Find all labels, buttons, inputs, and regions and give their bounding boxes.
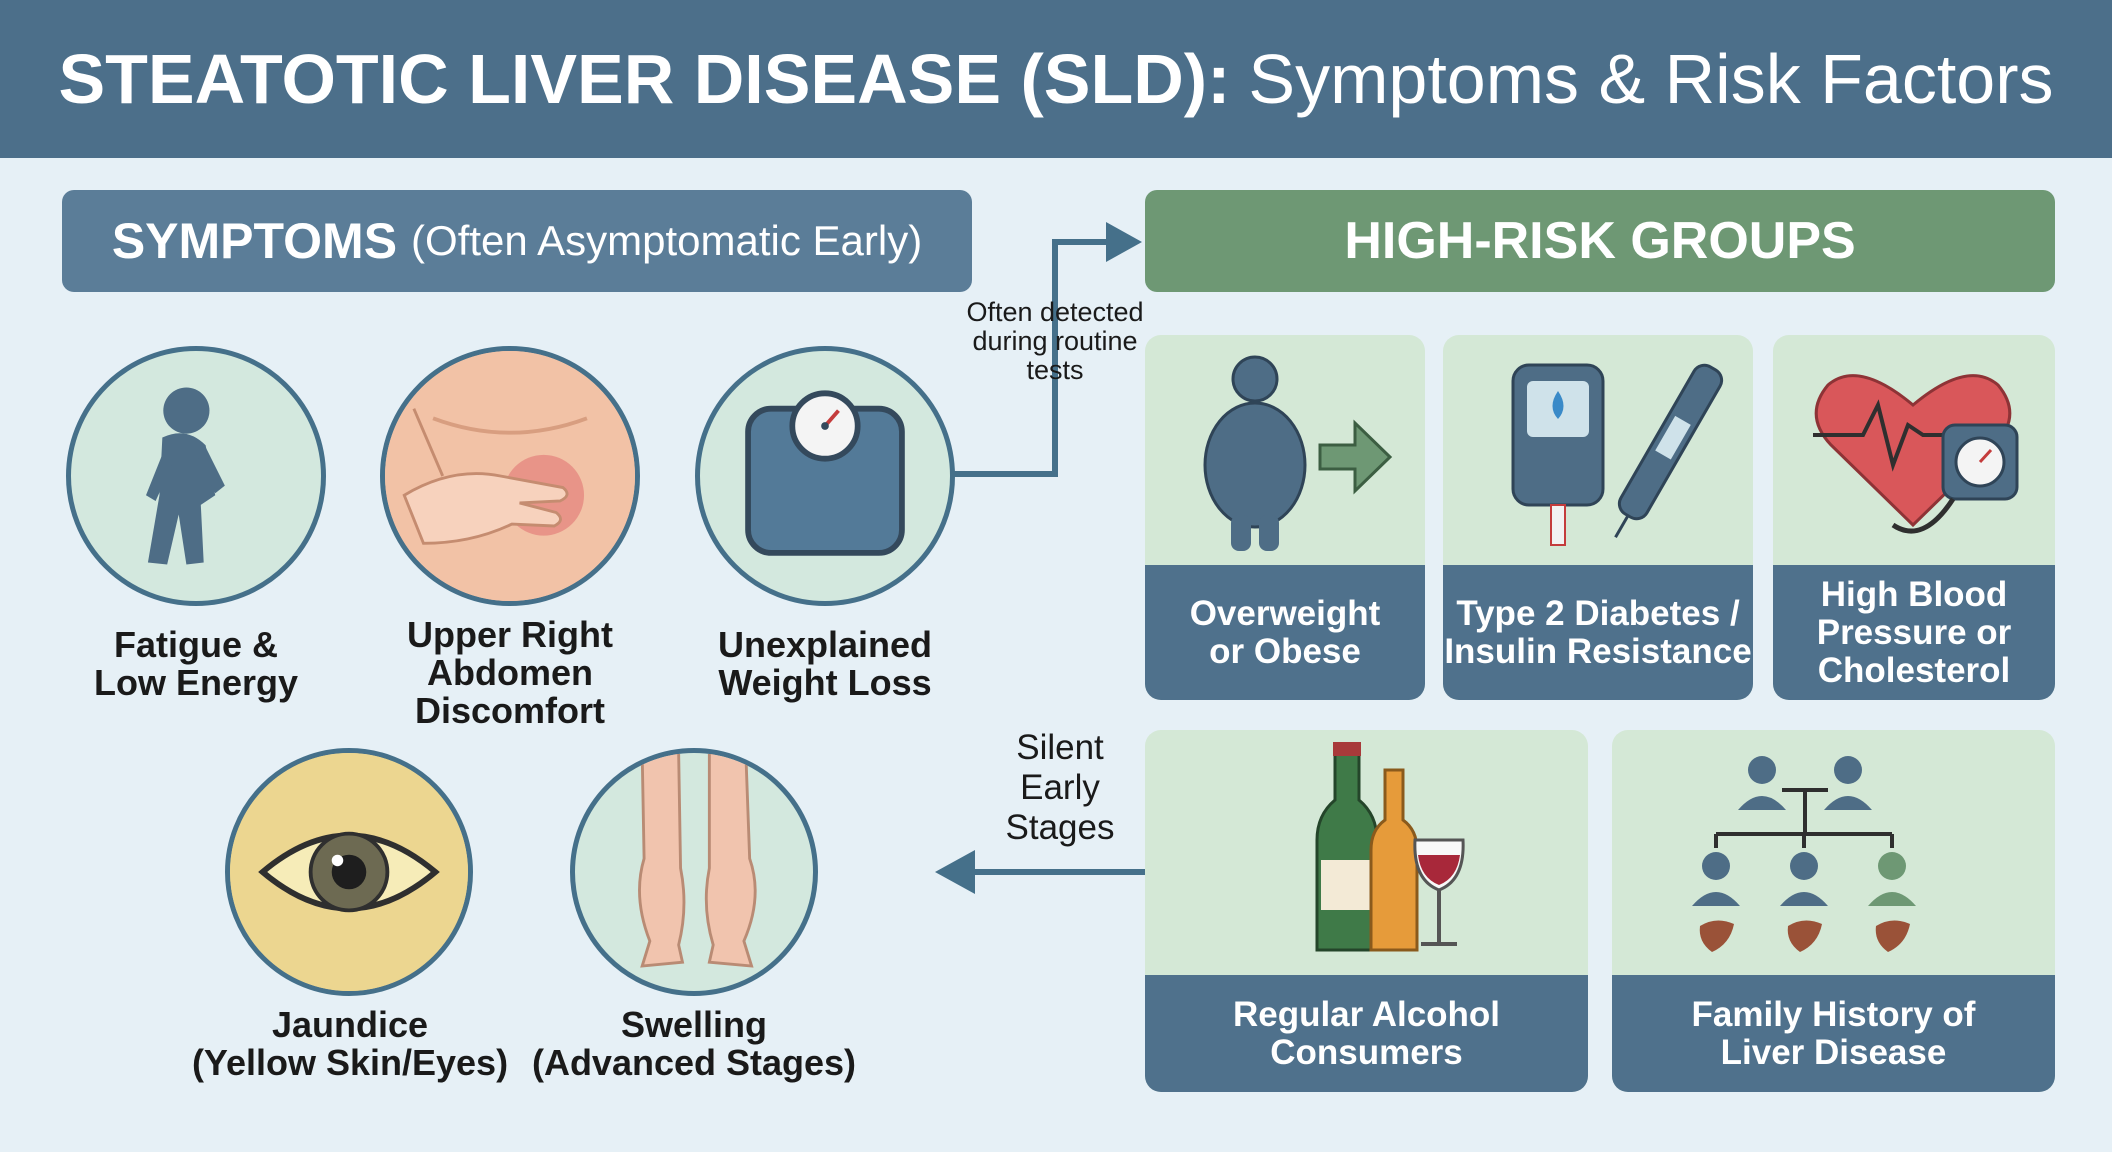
risk-banner: HIGH-RISK GROUPS xyxy=(1145,190,2055,292)
arrow-to-symptoms xyxy=(935,850,1145,894)
symptom-label-jaundice: Jaundice (Yellow Skin/Eyes) xyxy=(191,1004,509,1083)
symptom-label-fatigue: Fatigue & Low Energy xyxy=(93,624,299,703)
arrow-to-risk-groups xyxy=(948,222,1142,477)
risk-card-overweight: Overweight or Obese xyxy=(1145,335,1425,700)
swollen-legs-icon xyxy=(570,748,818,996)
routine-tests-note: Often detected during routine tests xyxy=(966,297,1144,385)
silent-stages-note: Silent Early Stages xyxy=(1005,728,1115,847)
weight-scale-icon xyxy=(695,346,955,606)
alcohol-bottles-icon xyxy=(1145,730,1588,975)
risk-card-alcohol: Regular Alcohol Consumers xyxy=(1145,730,1588,1092)
symptom-label-weight-loss: Unexplained Weight Loss xyxy=(717,624,933,703)
risk-card-family-history: Family History of Liver Disease xyxy=(1612,730,2055,1092)
glucose-meter-insulin-pen-icon xyxy=(1443,335,1753,565)
page-header: STEATOTIC LIVER DISEASE (SLD): Symptoms … xyxy=(0,0,2112,158)
yellow-eye-icon xyxy=(225,748,473,996)
obese-person-icon xyxy=(1145,335,1425,565)
page-title-bold: STEATOTIC LIVER DISEASE (SLD): xyxy=(58,40,1231,118)
risk-card-blood-pressure: High Blood Pressure or Cholesterol xyxy=(1773,335,2055,700)
symptoms-subheading: (Often Asymptomatic Early) xyxy=(411,217,923,264)
symptoms-banner: SYMPTOMS (Often Asymptomatic Early) xyxy=(62,190,972,292)
family-tree-liver-icon xyxy=(1612,730,2055,975)
symptom-label-swelling: Swelling (Advanced Stages) xyxy=(531,1004,857,1083)
abdomen-pain-icon xyxy=(380,346,640,606)
symptoms-heading: SYMPTOMS xyxy=(111,213,398,269)
risk-heading: HIGH-RISK GROUPS xyxy=(1344,212,1856,270)
risk-card-diabetes: Type 2 Diabetes / Insulin Resistance xyxy=(1443,335,1753,700)
tired-person-icon xyxy=(66,346,326,606)
page-title-light: Symptoms & Risk Factors xyxy=(1248,40,2054,118)
symptom-label-abdomen: Upper Right Abdomen Discomfort xyxy=(407,614,613,731)
heart-blood-pressure-icon xyxy=(1773,335,2055,565)
